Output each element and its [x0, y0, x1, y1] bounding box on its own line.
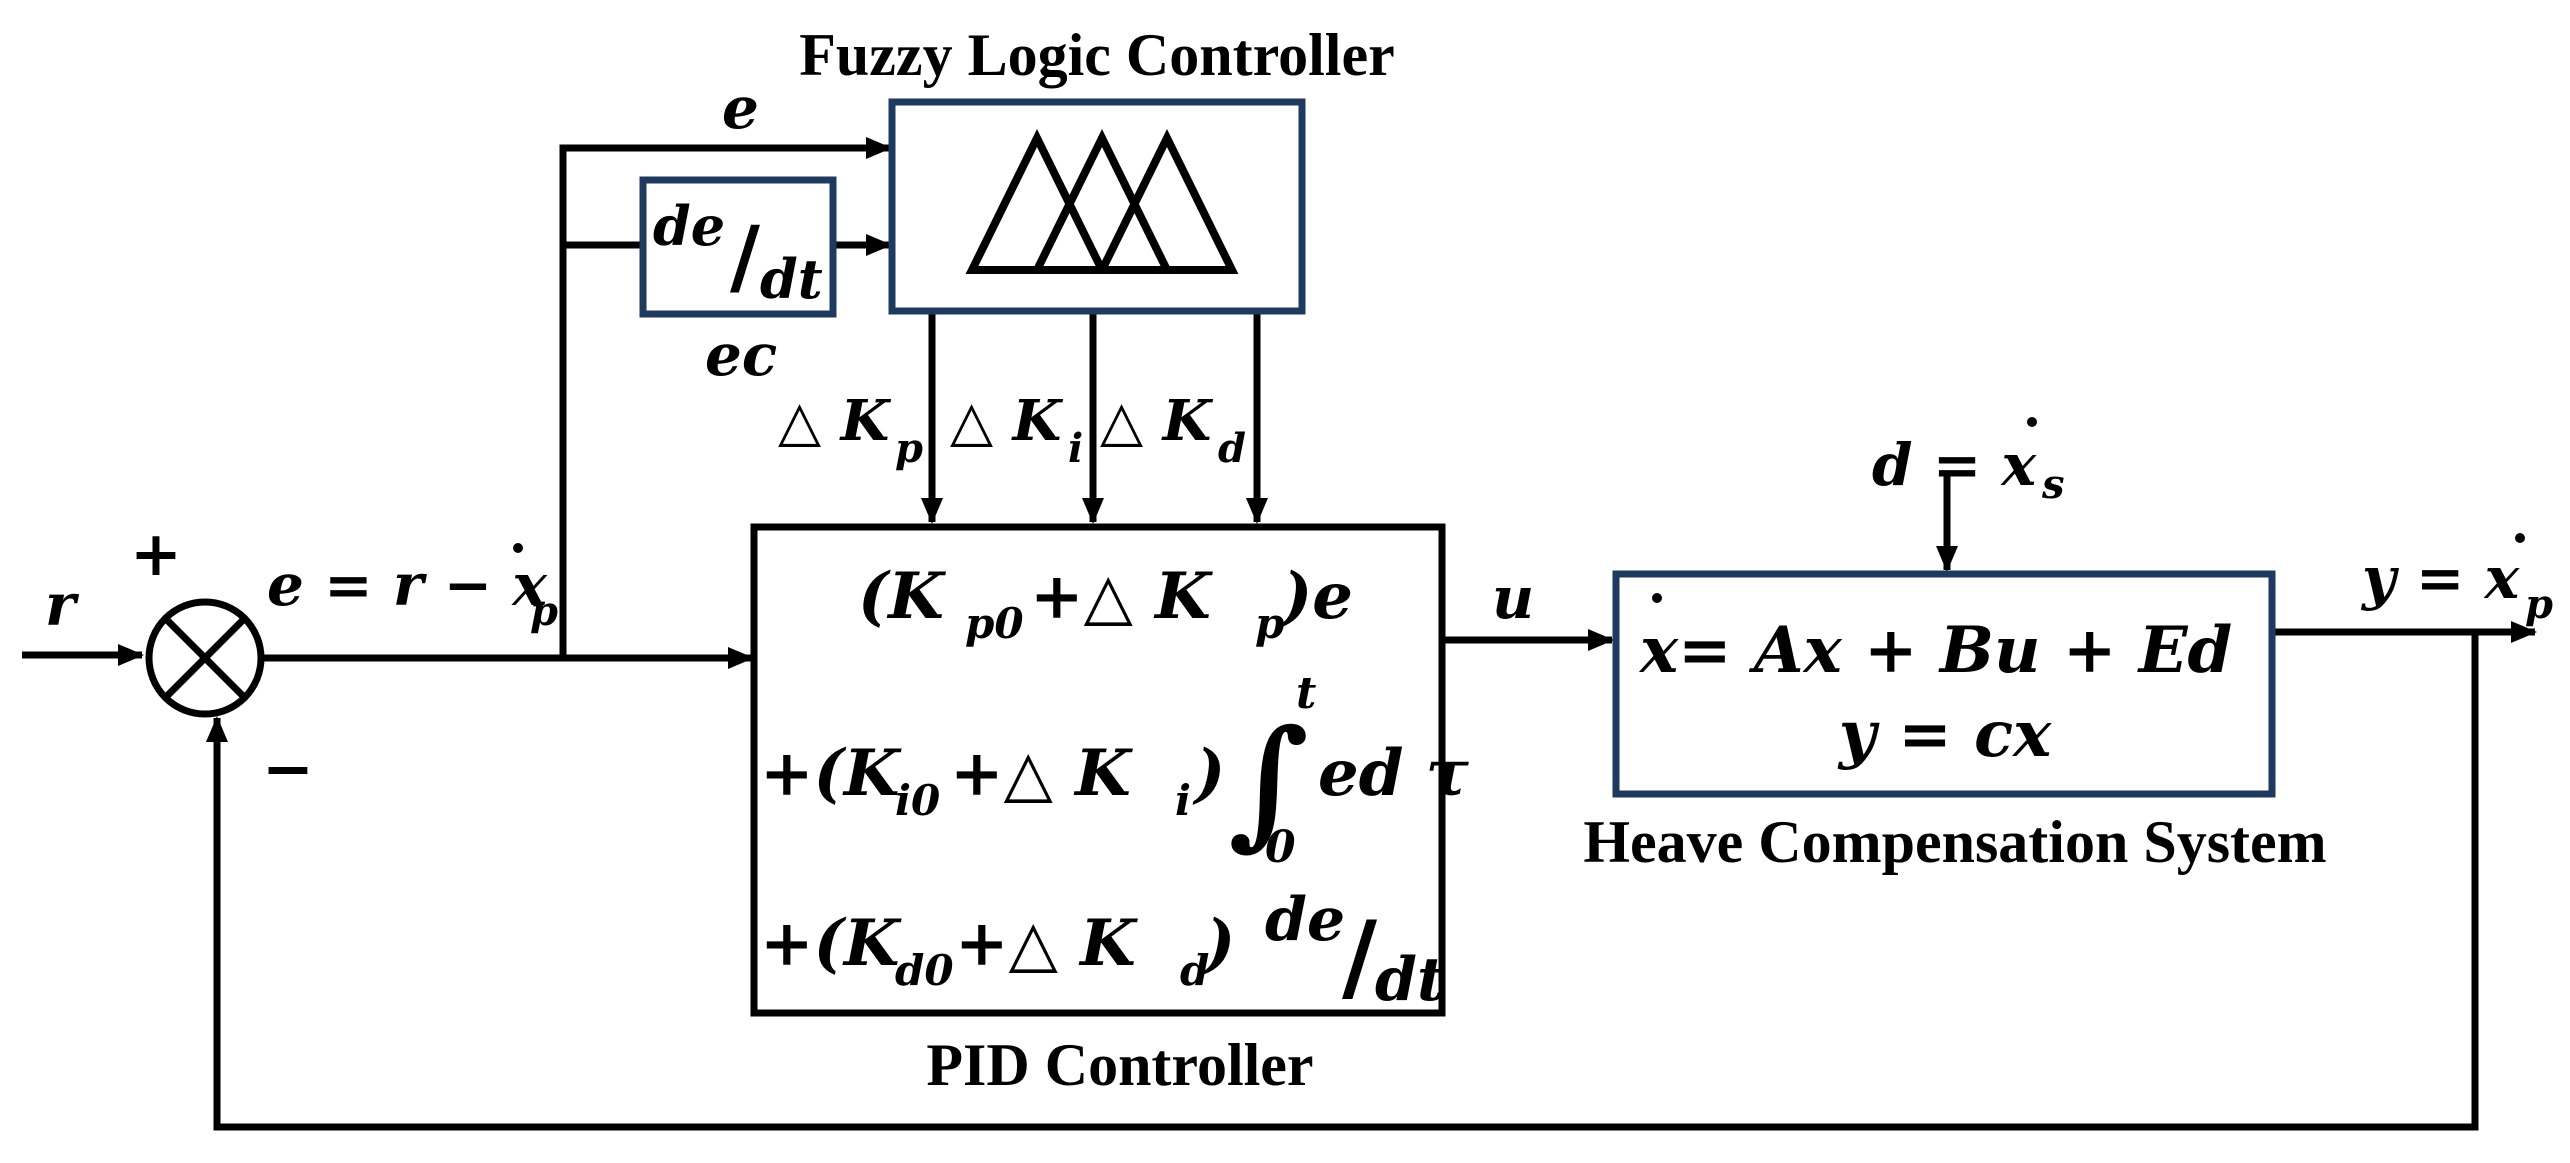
e-branch-wire	[559, 137, 892, 658]
svg-text:d: d	[1180, 946, 1209, 995]
u-label: u	[1492, 564, 1534, 632]
fuzzy-logic-controller-block	[888, 98, 1306, 315]
svg-text:p0: p0	[965, 599, 1024, 648]
svg-text:+△ K: +△ K	[950, 736, 1133, 811]
r-label: r	[45, 571, 80, 639]
svg-text:d0: d0	[895, 946, 954, 995]
svg-text:de: de	[1265, 885, 1345, 955]
svg-text:0: 0	[1265, 822, 1296, 873]
svg-text:)e: )e	[1279, 559, 1353, 634]
dkd-label: △ K	[1100, 388, 1214, 454]
output-label: y = x	[2360, 544, 2521, 612]
summing-junction-icon	[145, 598, 265, 718]
heave-compensation-block	[1612, 570, 2276, 798]
dot-accent	[2027, 417, 2037, 427]
svg-text:i: i	[1175, 776, 1191, 825]
de-label: de	[653, 194, 725, 258]
svg-text:): )	[1202, 906, 1235, 981]
dkp-label: △ K	[778, 388, 892, 454]
svg-text:∫: ∫	[1228, 700, 1309, 864]
svg-text:dt: dt	[1375, 945, 1445, 1015]
plant-output-eq: y = cx	[1837, 697, 2052, 772]
plant-state-eq: = Ax + Bu + Ed	[1678, 613, 2232, 688]
dot-accent	[2515, 533, 2525, 543]
dki-sub: i	[1068, 425, 1083, 472]
svg-text:ed τ: ed τ	[1318, 736, 1470, 811]
dot-accent	[513, 543, 523, 553]
pid-term-integral: +(K i0 +△ K i ) ∫ t 0 ed τ	[760, 668, 1470, 873]
plant-state-x: x	[1638, 613, 1679, 688]
output-sub: p	[2525, 581, 2553, 628]
de-slash: /	[730, 209, 760, 305]
heave-title: Heave Compensation System	[1583, 809, 2326, 875]
dkd-sub: d	[1218, 425, 1246, 472]
ec-label: ec	[705, 321, 777, 389]
error-equation-sub: p	[530, 588, 558, 635]
svg-text:p: p	[1255, 599, 1284, 648]
svg-text:): )	[1192, 736, 1225, 811]
membership-functions-icon	[965, 128, 1239, 274]
svg-text:+△ K: +△ K	[1030, 559, 1213, 634]
disturbance-sub: s	[2041, 461, 2065, 508]
pid-title: PID Controller	[926, 1032, 1313, 1098]
dt-label: dt	[760, 247, 823, 311]
svg-text:t: t	[1296, 668, 1316, 719]
pid-term-proportional: (K p0 +△ K p )e	[858, 559, 1353, 648]
svg-text:/: /	[1342, 900, 1378, 1013]
plus-sign: +	[130, 517, 182, 590]
svg-text:(K: (K	[858, 559, 946, 634]
derivative-block	[639, 176, 837, 318]
error-equation: e = r − x	[267, 551, 548, 619]
dot-accent	[1652, 593, 1662, 603]
svg-text:+(K: +(K	[760, 736, 902, 811]
dkp-sub: p	[895, 425, 923, 472]
svg-text:+(K: +(K	[760, 906, 902, 981]
dki-label: △ K	[950, 388, 1064, 454]
svg-text:i0: i0	[895, 776, 940, 825]
pid-term-derivative: +(K d0 +△ K d ) de / dt	[760, 885, 1445, 1015]
e-label: e	[722, 74, 759, 142]
fuzzy-title: Fuzzy Logic Controller	[799, 22, 1394, 88]
minus-sign: −	[262, 732, 314, 805]
pid-controller-block	[750, 523, 1446, 1017]
disturbance-label: d = x	[1872, 431, 2038, 499]
svg-text:+△ K: +△ K	[955, 906, 1138, 981]
feedback-wire	[206, 632, 2479, 1131]
